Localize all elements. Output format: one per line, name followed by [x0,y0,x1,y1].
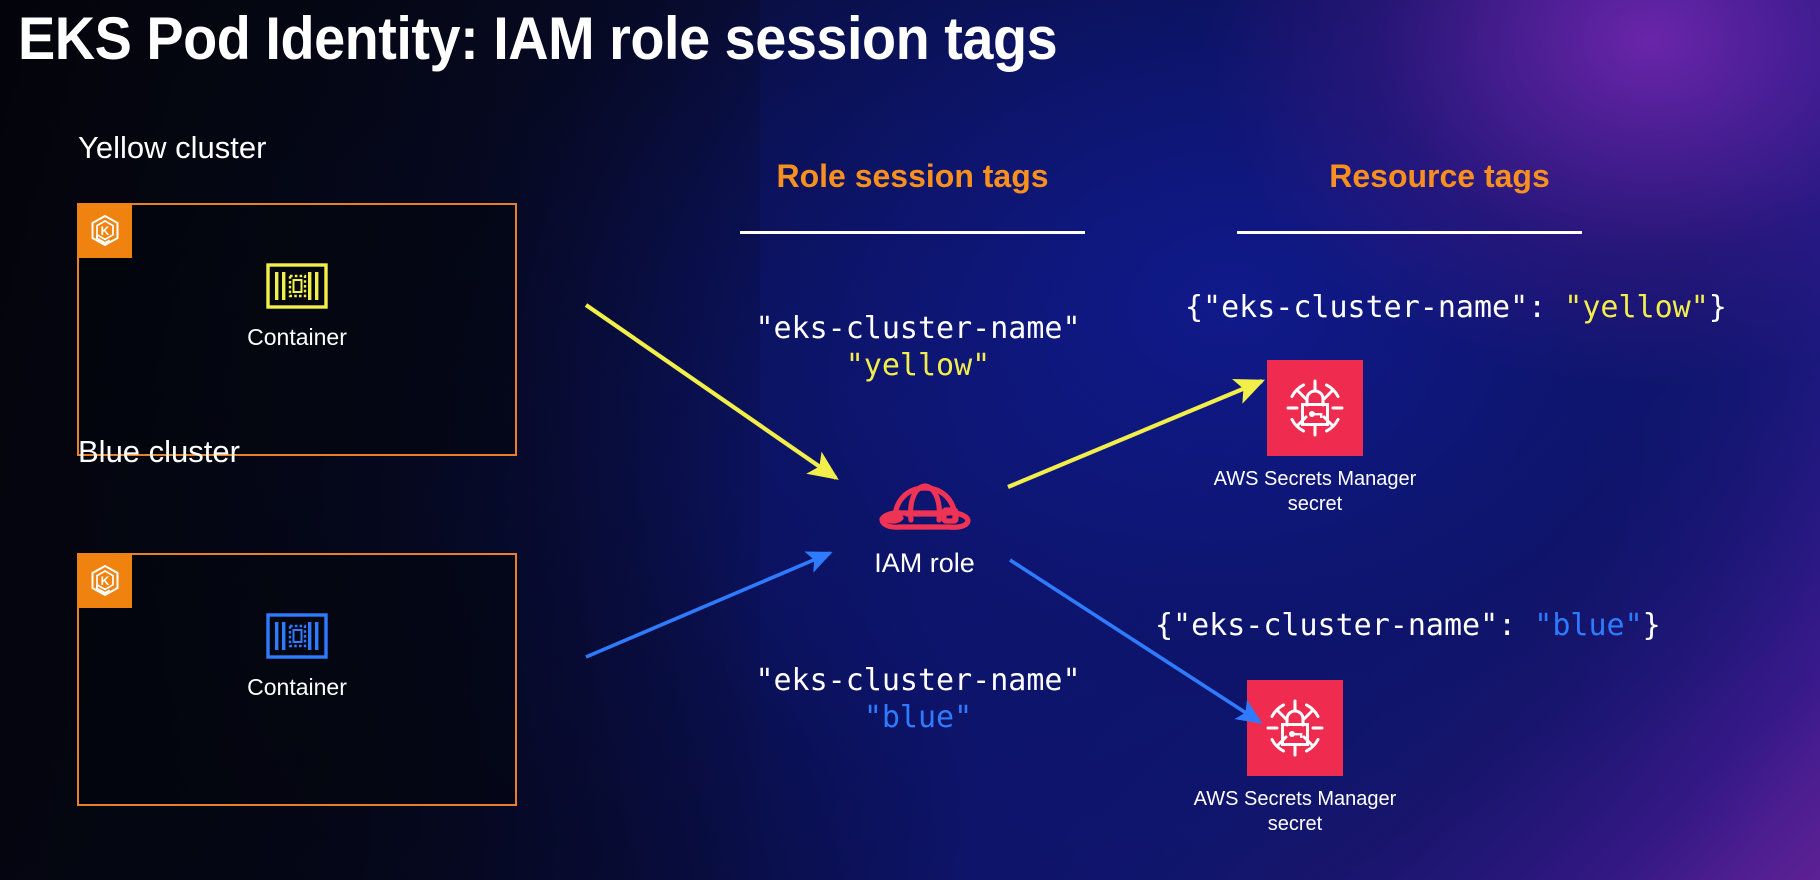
blue-resource-tag-value: "blue" [1534,608,1643,643]
container-icon [266,263,328,314]
resource-tags-heading: Resource tags [1329,158,1550,194]
eks-kubernetes-icon: K [78,554,132,608]
role-session-tags-rule [740,231,1085,234]
yellow-session-tag-value: "yellow" [845,347,991,383]
yellow-cluster-box: K Container [77,203,517,456]
yellow-cluster-label: Yellow cluster [78,130,267,165]
yellow-container-label: Container [247,324,347,350]
eks-kubernetes-icon: K [78,204,132,258]
page-title: EKS Pod Identity: IAM role session tags [18,5,1058,72]
blue-resource-tag-suffix: } [1642,608,1661,643]
role-session-tags-heading: Role session tags [776,158,1049,194]
yellow-session-tag: "eks-cluster-name" "yellow" [728,311,1108,384]
resource-tags-rule [1237,231,1582,234]
arrow-blue-cluster-to-iam-role [585,551,833,659]
iam-role-group: IAM role [862,470,987,579]
container-icon [266,613,328,664]
blue-session-tag: "eks-cluster-name" "blue" [728,663,1108,736]
yellow-resource-tag: {"eks-cluster-name": "yellow"} [1185,290,1727,327]
blue-resource-tag-prefix: {"eks-cluster-name": [1155,608,1535,643]
aws-secrets-manager-icon [1267,360,1363,456]
svg-text:K: K [101,574,110,588]
aws-secrets-manager-yellow-label: AWS Secrets Manager secret [1213,468,1417,515]
blue-cluster-box: K Container [77,553,517,806]
svg-text:K: K [101,224,110,238]
blue-resource-tag: {"eks-cluster-name": "blue"} [1155,608,1661,645]
iam-role-label: IAM role [874,548,975,578]
blue-cluster-label: Blue cluster [78,434,240,469]
aws-secrets-manager-blue: AWS Secrets Manager secret [1185,680,1405,837]
yellow-container-group: Container [79,263,515,351]
yellow-resource-tag-prefix: {"eks-cluster-name": [1185,290,1565,325]
yellow-resource-tag-value: "yellow" [1564,290,1709,325]
aws-secrets-manager-icon [1247,680,1343,776]
blue-container-group: Container [79,613,515,701]
yellow-resource-tag-suffix: } [1708,290,1727,325]
aws-secrets-manager-blue-label: AWS Secrets Manager secret [1193,788,1397,835]
blue-container-label: Container [247,674,347,700]
blue-session-tag-value: "blue" [863,699,973,735]
aws-secrets-manager-yellow: AWS Secrets Manager secret [1205,360,1425,517]
blue-session-tag-key: "eks-cluster-name" [755,663,1081,698]
iam-role-hardhat-icon [862,470,987,542]
yellow-session-tag-key: "eks-cluster-name" [755,311,1081,346]
